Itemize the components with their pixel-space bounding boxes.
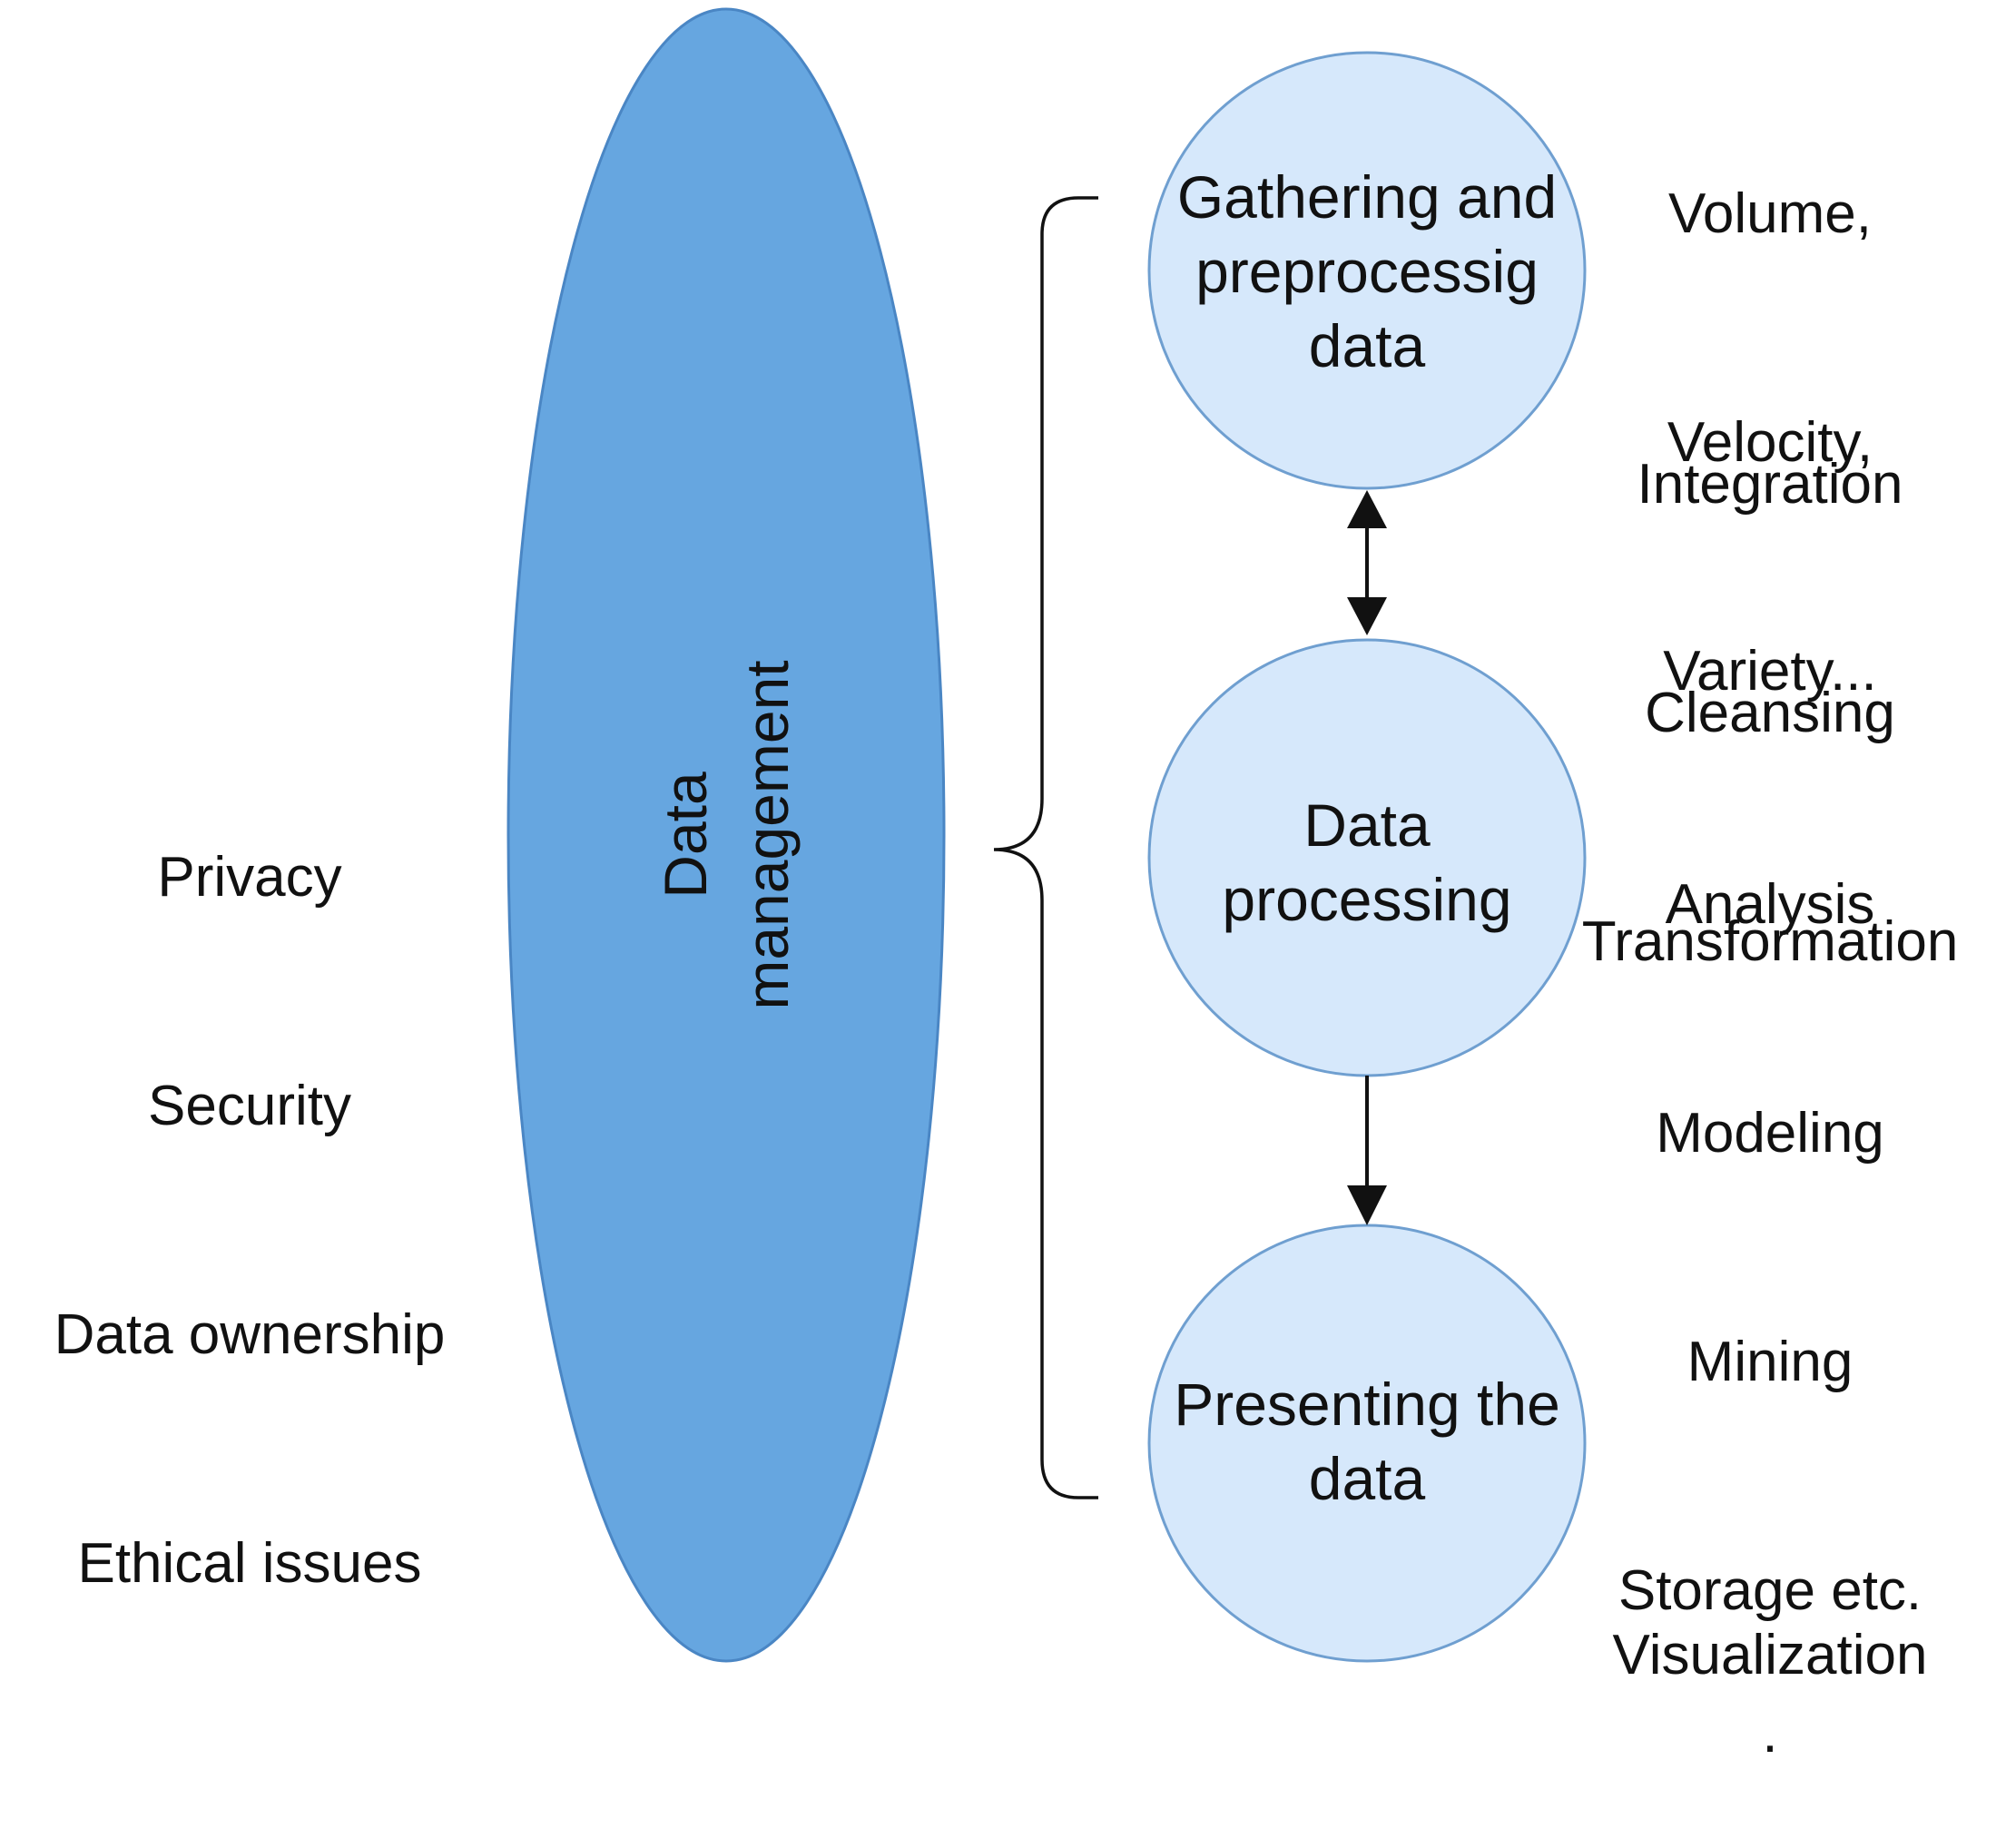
node-label-line: Presenting the <box>1174 1371 1560 1438</box>
concern-item: Data ownership <box>54 1303 446 1366</box>
diagram-canvas <box>506 7 1587 1663</box>
annotation-line: Volume, <box>1667 182 1873 245</box>
node-processing-label: Data processing <box>1149 788 1585 937</box>
node-presenting-label: Presenting the data <box>1140 1367 1594 1516</box>
concern-item: Privacy <box>157 846 342 909</box>
annotation-line: Mining <box>1686 1331 1854 1393</box>
ellipse-label-line: management <box>733 660 801 1010</box>
node-label-line: Gathering and <box>1176 163 1558 231</box>
three-v-annotation: Volume, Velocity, Variety... <box>1598 24 1942 786</box>
node-gathering-circle <box>1147 51 1587 490</box>
node-label-line: processing <box>1222 866 1512 933</box>
arrowhead-down <box>1347 597 1387 635</box>
annotation-line: Visualization <box>1612 1624 1928 1686</box>
presenting-dot: . <box>1725 1543 1815 1848</box>
data-management-label: Data management <box>644 563 808 1107</box>
annotation-line: Variety... <box>1663 640 1877 703</box>
data-management-ellipse <box>506 7 946 1663</box>
presenting-annotation: Visualization <box>1570 1465 1970 1770</box>
node-label-line: preprocessig <box>1195 238 1539 305</box>
ellipse-label-line: Data <box>652 772 719 899</box>
concerns-list: Privacy Security Data ownership Ethical … <box>9 687 490 1678</box>
node-label-line: data <box>1308 312 1426 379</box>
concern-item: Security <box>148 1075 351 1137</box>
grouping-brace <box>993 196 1098 1499</box>
annotation-line: Cleansing <box>1645 682 1895 744</box>
arrowhead-down <box>1347 1185 1387 1225</box>
annotation-dot: . <box>1762 1702 1778 1764</box>
annotation-line: Storage etc. <box>1618 1559 1922 1622</box>
arrowhead-up <box>1347 490 1387 528</box>
concern-item: Ethical issues <box>77 1532 422 1595</box>
node-gathering-label: Gathering and preprocessig data <box>1149 160 1585 383</box>
annotation-line: Modeling <box>1656 1102 1884 1165</box>
node-label-line: data <box>1308 1445 1426 1512</box>
annotation-line: Analysis <box>1665 873 1875 936</box>
downward-arrow <box>1347 1076 1387 1225</box>
node-label-line: Data <box>1303 791 1431 859</box>
annotation-line: Integration <box>1637 453 1903 516</box>
bidirectional-arrow <box>1347 490 1387 635</box>
annotation-line: Velocity, <box>1667 411 1873 474</box>
preprocessing-annotation: Integration Cleansing Transformation <box>1543 294 1997 1057</box>
annotation-line: Transformation <box>1581 910 1959 973</box>
processing-annotation: Analysis Modeling Mining Storage etc. <box>1570 714 1970 1705</box>
